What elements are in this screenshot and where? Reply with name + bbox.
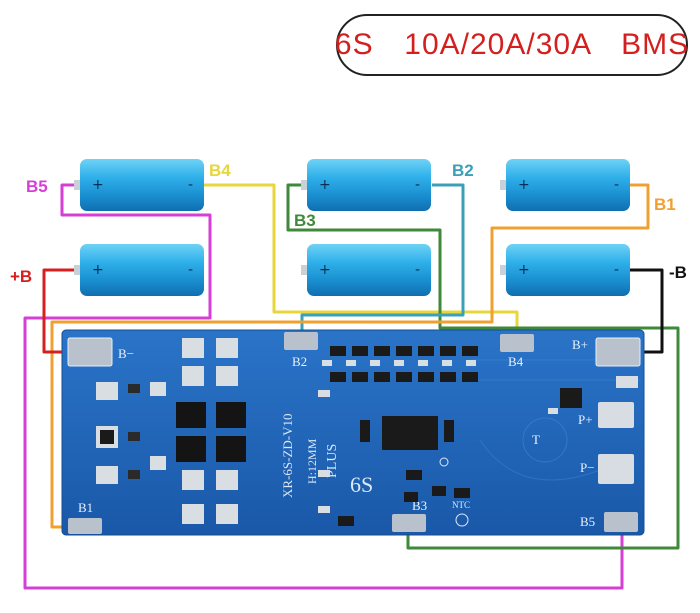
cell-2: + - [301,159,431,211]
title-text: 6S 10A/20A/30A BMS [334,28,690,61]
pad-p-minus [598,454,634,484]
pad-b-plus [595,337,641,367]
pad-p-plus [598,402,634,428]
cell-4-minus: - [188,262,193,278]
label-minus-b: -B [669,263,687,282]
wire-b1 [50,183,650,529]
cell-1: + - [74,159,204,211]
label-plus-b: +B [10,267,32,286]
pad-label-b2: B2 [292,354,307,369]
cell-6-plus: + [518,262,530,278]
pad-b-minus [67,337,113,367]
pad-b4 [500,334,534,352]
pad-label-p-minus: P− [580,460,595,475]
cell-2-minus: - [415,177,420,193]
cell-5: + - [301,244,431,296]
cell-5-minus: - [415,262,420,278]
cell-6: + - [500,244,630,296]
pad-b2 [284,332,318,350]
wire-b5 [23,183,624,590]
silk-ntc: NTC [452,500,470,510]
silk-h12: H:12MM [305,438,319,484]
label-b1: B1 [654,195,676,214]
label-b3: B3 [294,211,316,230]
pad-label-b1: B1 [78,500,93,515]
label-b4: B4 [209,161,231,180]
pad-label-b4: B4 [508,354,524,369]
cell-3: + - [500,159,630,211]
cell-1-plus: + [92,177,104,193]
title-box: 6S 10A/20A/30A BMS [334,14,690,76]
pad-b3 [392,514,426,532]
pad-label-b-minus: B− [118,346,134,361]
pad-label-p-plus: P+ [578,412,593,427]
cell-3-plus: + [518,177,530,193]
wire-b4 [204,183,519,340]
bms-board: B− B2 B4 B+ B1 B3 B5 P+ P− T [61,329,645,536]
pad-b1 [68,518,102,534]
cell-3-minus: - [614,177,619,193]
pad-label-t: T [532,432,540,447]
pad-label-b-plus: B+ [572,337,588,352]
silk-6s: 6S [350,472,373,497]
label-b5: B5 [26,177,48,196]
cell-4: + - [74,244,204,296]
cell-6-minus: - [614,262,619,278]
cell-5-plus: + [319,262,331,278]
pad-b5 [604,512,638,532]
cell-2-plus: + [319,177,331,193]
silk-model: XR-6S-ZD-V10 [280,414,295,499]
silk-plus: PLUS [325,444,340,478]
cell-4-plus: + [92,262,104,278]
wire-b3 [286,183,680,550]
label-b2: B2 [452,161,474,180]
cell-1-minus: - [188,177,193,193]
pad-label-b5: B5 [580,514,595,529]
